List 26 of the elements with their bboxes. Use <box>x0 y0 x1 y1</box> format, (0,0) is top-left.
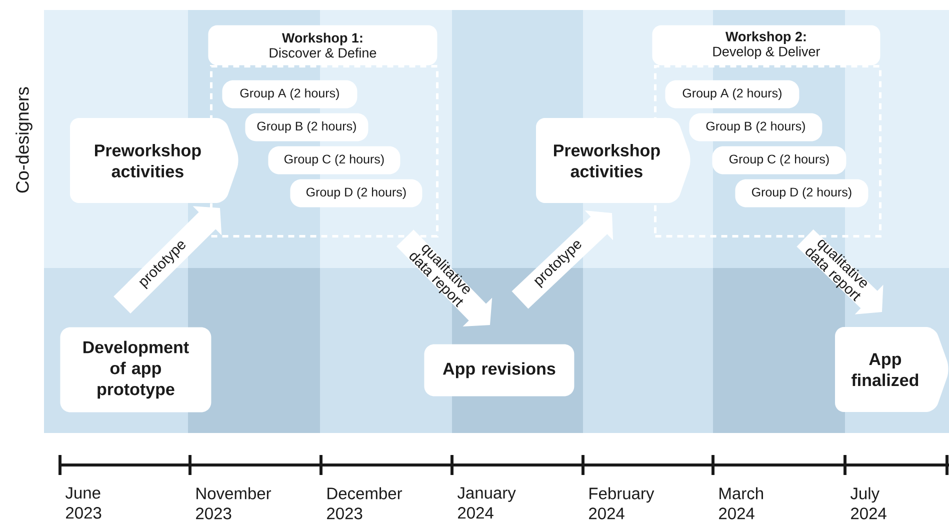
month-label: June 2023 <box>65 487 102 519</box>
group-box: Group A (2 hours) <box>665 80 800 108</box>
group-box: Group B (2 hours) <box>689 113 822 142</box>
group-box: Group C (2 hours) <box>712 146 846 174</box>
node-label: Develop & Deliver <box>713 46 820 59</box>
node-label: Workshop 1: <box>282 32 362 46</box>
activity-arrow-box: App finalized <box>835 327 948 412</box>
group-box: Group D (2 hours) <box>735 179 868 208</box>
activity-arrow-box: Preworkshop activities <box>536 118 690 203</box>
block-arrow <box>396 230 492 326</box>
stage-box: Development of app prototype <box>60 327 212 412</box>
month-label: November 2023 <box>196 487 272 520</box>
group-box: Group C (2 hours) <box>268 146 400 174</box>
node-label: Discover & Define <box>270 48 376 58</box>
node-label: Workshop 2: <box>725 31 806 44</box>
group-box: Group A (2 hours) <box>222 80 358 108</box>
group-box: Group D (2 hours) <box>290 179 422 208</box>
month-label: March 2024 <box>719 487 763 520</box>
month-label: February 2024 <box>589 487 654 520</box>
stage-box: App revisions <box>424 344 574 396</box>
month-label: July 2024 <box>850 487 886 520</box>
month-label: December 2023 <box>327 487 402 520</box>
activity-arrow-box: Preworkshop activities <box>70 118 238 203</box>
lane-label: Co-designers <box>16 87 32 193</box>
month-label: January 2024 <box>457 487 516 519</box>
group-box: Group B (2 hours) <box>245 113 368 142</box>
